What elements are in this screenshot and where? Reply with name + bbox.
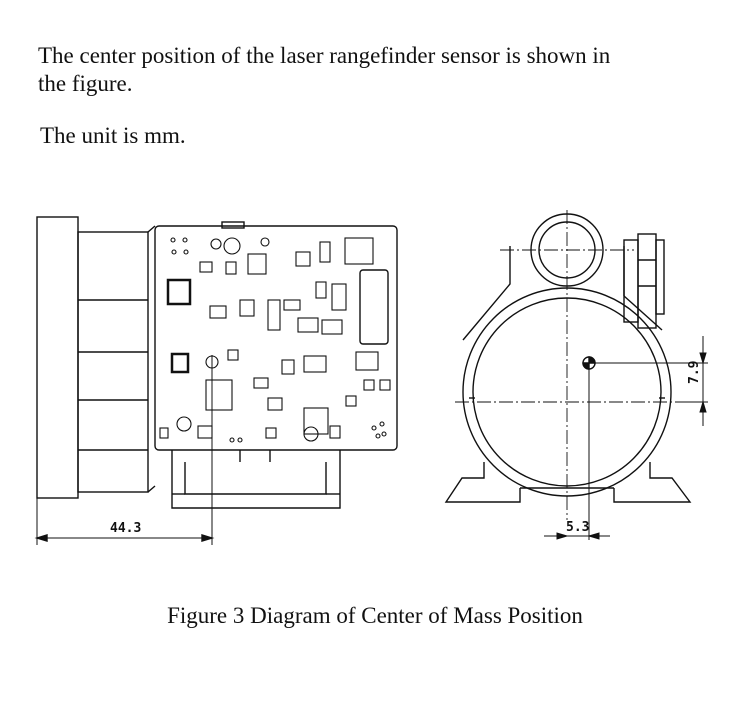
lens-barrel (36, 216, 79, 499)
right-foot (613, 462, 692, 503)
dimension-44-3: 44.3 (110, 521, 141, 536)
dimension-5-3: 5.3 (566, 520, 589, 535)
intro-text: The center position of the laser rangefi… (38, 43, 611, 96)
side-view (34, 216, 398, 545)
pcb-components (159, 237, 391, 443)
center-lines (455, 210, 680, 520)
pcb-board (154, 225, 398, 451)
barrel-body (77, 231, 149, 493)
unit-note: The unit is mm. (40, 123, 186, 148)
offset-dimension (544, 369, 610, 540)
connector (359, 269, 389, 345)
left-foot (444, 462, 521, 503)
height-dimension (680, 336, 708, 426)
mount-base (171, 450, 341, 509)
dimension-7-9: 7.9 (687, 361, 702, 384)
figure-caption: Figure 3 Diagram of Center of Mass Posit… (167, 603, 583, 628)
end-view (444, 213, 692, 503)
